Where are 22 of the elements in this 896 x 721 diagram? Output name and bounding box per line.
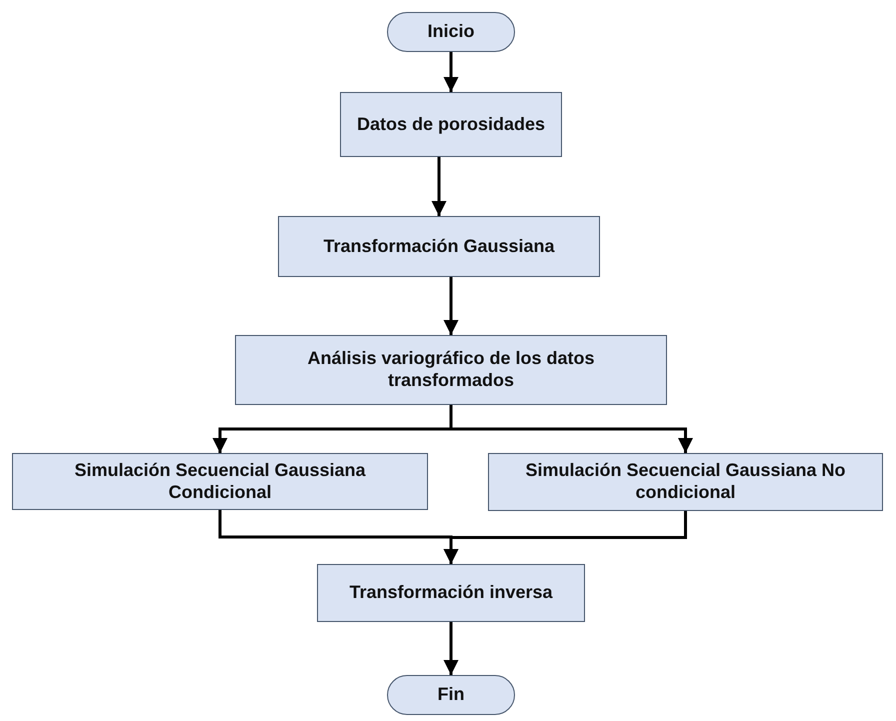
node-label: Datos de porosidades <box>356 114 546 136</box>
process-box <box>488 453 883 511</box>
node-label: Inicio <box>427 21 474 43</box>
process-box <box>12 453 428 510</box>
arrow <box>444 52 458 92</box>
terminal-shape <box>387 675 515 715</box>
arrow <box>450 405 693 453</box>
process-box <box>235 335 667 405</box>
node-label: Simulación Secuencial Gaussiana Condicional <box>73 460 367 504</box>
process-box <box>340 92 562 157</box>
node-label: Transformación Gaussiana <box>323 236 555 258</box>
node-label: Análisis variográfico de los datos transformados <box>306 348 596 392</box>
process-box <box>317 564 585 622</box>
arrow <box>444 511 687 564</box>
terminal-shape <box>387 12 515 52</box>
process-box <box>278 216 600 277</box>
arrow <box>444 277 458 335</box>
arrow <box>444 622 458 675</box>
node-label: Fin <box>438 684 464 706</box>
node-label: Simulación Secuencial Gaussiana No condicional <box>524 460 847 504</box>
arrow <box>432 157 446 216</box>
node-label: Transformación inversa <box>349 582 553 604</box>
